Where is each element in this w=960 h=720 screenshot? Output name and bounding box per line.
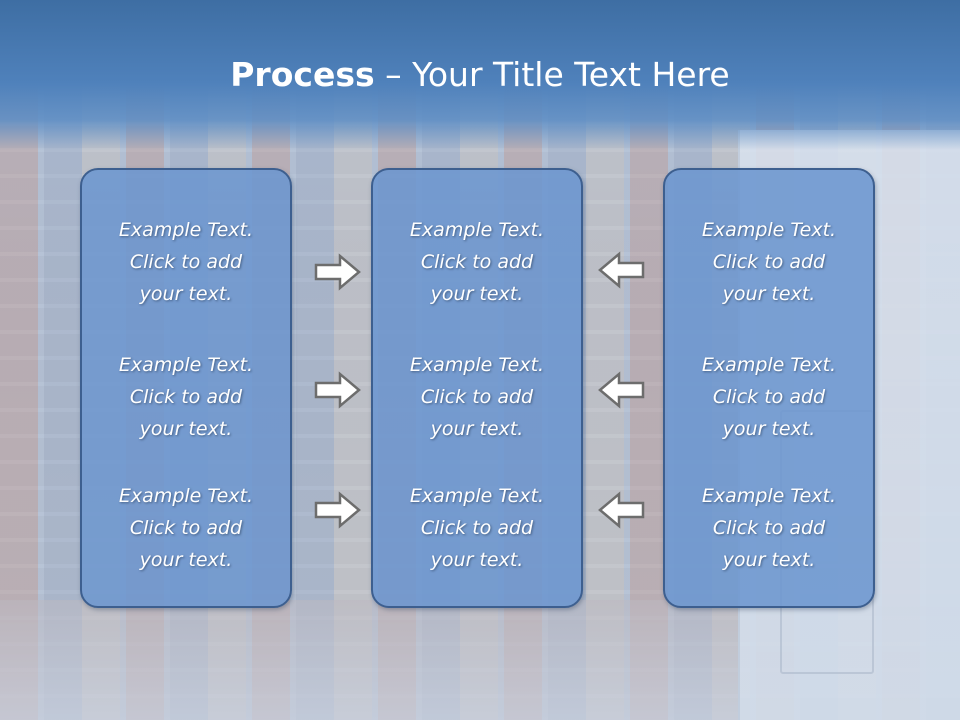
text-line: your text. [722, 283, 816, 305]
text-block[interactable]: Example Text. Click to add your text. [82, 349, 290, 445]
text-line: Example Text. [409, 219, 545, 241]
text-line: Click to add [712, 386, 826, 408]
arrow-right-icon [314, 490, 362, 530]
text-line: Click to add [129, 251, 243, 273]
slide-title[interactable]: Process – Your Title Text Here [0, 54, 960, 96]
text-block[interactable]: Example Text. Click to add your text. [665, 349, 873, 445]
text-line: Example Text. [118, 485, 254, 507]
arrow-left-icon [597, 250, 645, 290]
text-line: your text. [139, 283, 233, 305]
background-floor [0, 600, 740, 720]
text-line: Example Text. [118, 354, 254, 376]
arrow-left-icon [597, 370, 645, 410]
arrow-right-icon [314, 252, 362, 292]
text-line: your text. [722, 418, 816, 440]
text-line: Click to add [129, 386, 243, 408]
text-line: Example Text. [409, 354, 545, 376]
text-block[interactable]: Example Text. Click to add your text. [82, 214, 290, 310]
text-line: Click to add [129, 517, 243, 539]
text-line: your text. [139, 549, 233, 571]
text-line: Click to add [420, 386, 534, 408]
text-line: your text. [139, 418, 233, 440]
text-line: your text. [430, 549, 524, 571]
text-line: Example Text. [409, 485, 545, 507]
text-line: Example Text. [701, 354, 837, 376]
process-panel-center[interactable]: Example Text. Click to add your text. Ex… [371, 168, 583, 608]
text-block[interactable]: Example Text. Click to add your text. [82, 480, 290, 576]
text-line: Example Text. [701, 485, 837, 507]
title-bold: Process [230, 55, 375, 94]
text-block[interactable]: Example Text. Click to add your text. [665, 480, 873, 576]
arrow-left-icon [597, 490, 645, 530]
process-panel-right[interactable]: Example Text. Click to add your text. Ex… [663, 168, 875, 608]
text-block[interactable]: Example Text. Click to add your text. [373, 214, 581, 310]
text-block[interactable]: Example Text. Click to add your text. [665, 214, 873, 310]
text-block[interactable]: Example Text. Click to add your text. [373, 349, 581, 445]
text-line: Click to add [420, 517, 534, 539]
text-line: Click to add [420, 251, 534, 273]
process-panel-left[interactable]: Example Text. Click to add your text. Ex… [80, 168, 292, 608]
arrow-right-icon [314, 370, 362, 410]
title-rest: – Your Title Text Here [374, 55, 730, 94]
title-bar: Process – Your Title Text Here [0, 0, 960, 150]
text-line: your text. [430, 418, 524, 440]
text-line: Click to add [712, 517, 826, 539]
text-line: your text. [722, 549, 816, 571]
text-line: Click to add [712, 251, 826, 273]
text-line: your text. [430, 283, 524, 305]
text-block[interactable]: Example Text. Click to add your text. [373, 480, 581, 576]
text-line: Example Text. [701, 219, 837, 241]
text-line: Example Text. [118, 219, 254, 241]
